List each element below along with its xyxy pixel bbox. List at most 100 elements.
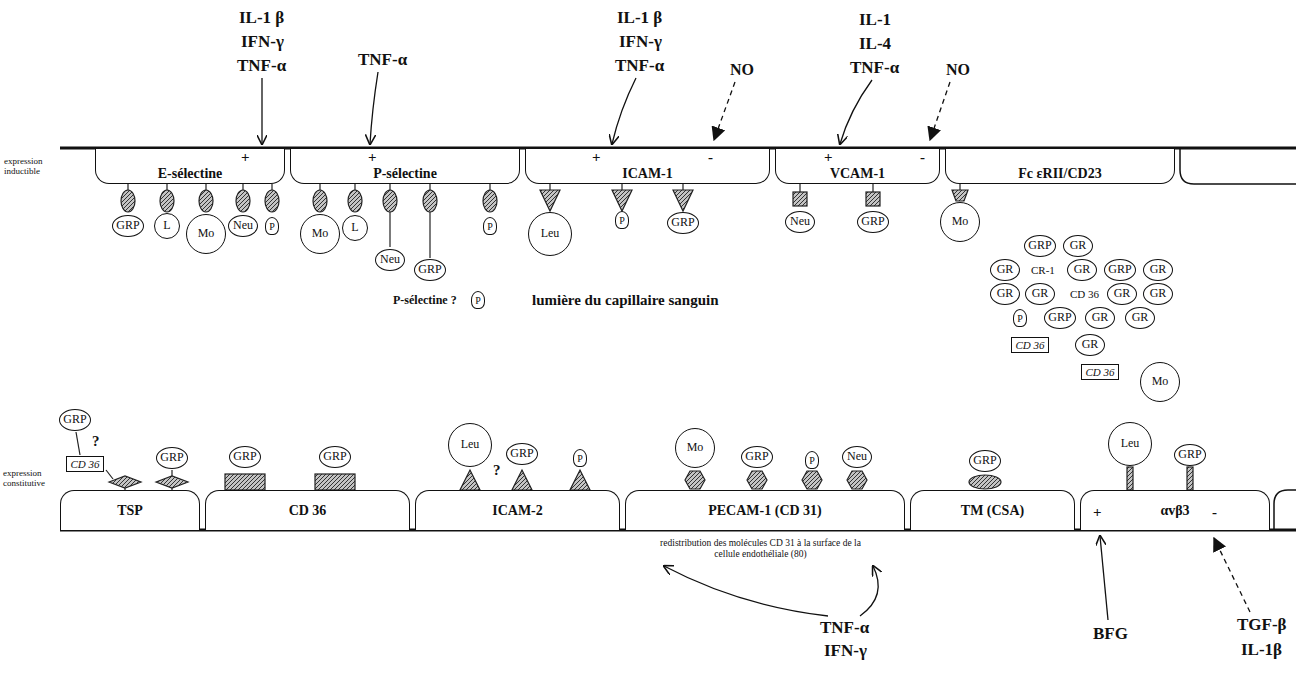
icam-receptor xyxy=(682,184,683,190)
capillary-wall xyxy=(60,148,1296,530)
node-text: CD 36 xyxy=(289,503,327,518)
inhibition-arrow xyxy=(1214,538,1250,612)
selectin-receptor xyxy=(265,190,279,212)
label-text: + xyxy=(241,150,250,165)
node-text: GR xyxy=(997,263,1014,276)
blood-cell: GRP xyxy=(741,446,773,468)
label-text: redistribution des molécules CD 31 à la … xyxy=(653,538,868,561)
blood-cell: GRP xyxy=(414,259,446,281)
node-text: L xyxy=(351,221,358,234)
constitutive-receptor xyxy=(460,470,480,490)
cytokine-label: TNF-α xyxy=(358,51,407,70)
node-text: GRP xyxy=(973,454,996,467)
constitutive-receptor xyxy=(106,470,113,479)
label-text: TNF-α xyxy=(820,619,869,638)
label-text: IL-1 β xyxy=(239,9,284,28)
selectin-receptor xyxy=(429,184,430,190)
monocyte-cell: Mo xyxy=(186,214,226,254)
blood-cell: GR xyxy=(1067,259,1097,281)
node-text: αvβ3 xyxy=(1160,503,1189,518)
node-text: TSP xyxy=(117,503,143,518)
selectin-receptor xyxy=(389,212,390,247)
blood-cell: GRP xyxy=(667,212,699,234)
selectin-receptor xyxy=(236,190,250,212)
constitutive-receptor xyxy=(109,476,141,488)
blood-cell: GRP xyxy=(112,215,144,237)
icam-receptor xyxy=(673,190,693,211)
node-text: GRP xyxy=(233,450,256,463)
receptor-label: CD 36 xyxy=(1069,288,1100,300)
blood-cell: Neu xyxy=(785,211,815,233)
node-text: GR xyxy=(1150,287,1167,300)
label-text: IFN-γ xyxy=(241,33,284,52)
selectin-receptor xyxy=(160,190,174,212)
node-text: CD 36 xyxy=(1085,366,1114,378)
constitutive-cell-segment: TSP xyxy=(60,490,200,530)
node-text: GRP xyxy=(116,219,139,232)
label-text: ? xyxy=(493,463,501,478)
node-text: Mo xyxy=(952,215,969,228)
constitutive-receptor xyxy=(76,432,80,455)
blood-cell: GRP xyxy=(229,446,261,468)
inducible-cell-segment: P-sélectine xyxy=(290,149,520,184)
note-label: P-sélectine ? xyxy=(393,293,457,308)
label-text: ? xyxy=(92,434,100,449)
blood-cell: GR xyxy=(1025,283,1055,305)
inhibition-arrow xyxy=(714,82,735,140)
receptor-box: CD 36 xyxy=(1011,337,1049,353)
cytokine-label: TGF-β xyxy=(1237,616,1287,635)
node-text: Mo xyxy=(198,227,215,240)
vcam-receptor xyxy=(866,192,880,206)
inducible-cell-segment: VCAM-1 xyxy=(775,149,940,184)
inducible-cell-segment: E-sélectine xyxy=(95,149,285,184)
label-text: - xyxy=(708,150,713,165)
vcam-receptor xyxy=(793,192,807,206)
node-text: Mo xyxy=(687,441,704,454)
label-text: expression inductible xyxy=(4,156,56,177)
constitutive-receptor xyxy=(225,474,265,490)
node-text: CD 36 xyxy=(70,458,99,470)
region-label: lumière du capillaire sanguin xyxy=(532,292,719,309)
selectin-receptor xyxy=(489,184,490,190)
vcam-receptor xyxy=(952,190,968,201)
sign-label: ? xyxy=(493,463,501,478)
inducible-cell-segment: ICAM-1 xyxy=(525,149,770,184)
label-text: lumière du capillaire sanguin xyxy=(532,292,719,309)
vcam-receptor xyxy=(959,184,960,190)
node-text: GRP xyxy=(1108,263,1131,276)
node-text: L xyxy=(163,219,170,232)
constitutive-receptor xyxy=(802,471,822,489)
sign-label: + xyxy=(824,150,833,165)
label-text: BFG xyxy=(1093,625,1128,644)
constitutive-receptor xyxy=(315,474,355,490)
node-text: ICAM-1 xyxy=(622,166,673,181)
constitutive-receptor xyxy=(570,470,590,490)
selectin-receptor xyxy=(121,190,135,212)
capillary-wall xyxy=(1180,149,1296,184)
label-text: + xyxy=(1093,505,1102,520)
inhibition-arrow xyxy=(714,82,1250,612)
sign-label: - xyxy=(1212,505,1217,520)
constitutive-cell-segment: CD 36 xyxy=(205,490,410,530)
cytokine-label: BFG xyxy=(1093,625,1128,644)
constitutive-receptor xyxy=(1187,467,1193,490)
blood-cell: GR xyxy=(1085,307,1115,329)
node-text: Neu xyxy=(847,450,867,463)
node-text: GR xyxy=(1070,239,1087,252)
blood-cell: GRP xyxy=(59,409,91,431)
node-text: P xyxy=(269,221,275,232)
node-text: GR xyxy=(1092,311,1109,324)
blood-cell: GR xyxy=(1143,259,1173,281)
node-text: GRP xyxy=(861,215,884,228)
selectin-receptor xyxy=(483,190,497,212)
selectin-receptor xyxy=(199,190,213,212)
node-text: Leu xyxy=(1121,437,1140,450)
selectin-receptor xyxy=(313,190,327,212)
cytokine-arrow xyxy=(612,78,636,144)
node-text: GRP xyxy=(323,450,346,463)
node-text: GRP xyxy=(671,216,694,229)
cytokine-arrow xyxy=(840,80,872,144)
node-text: GRP xyxy=(418,263,441,276)
sign-label: + xyxy=(592,150,601,165)
